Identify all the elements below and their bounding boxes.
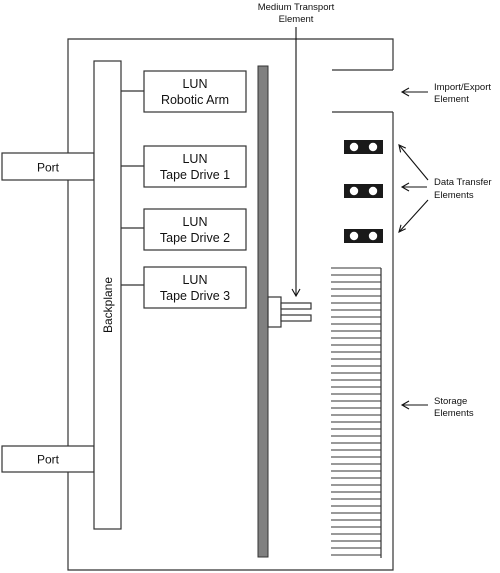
import-export-label: Import/Export xyxy=(434,82,491,93)
transport-picker xyxy=(267,296,312,328)
data-transfer-arrow xyxy=(398,144,429,181)
port-lower: Port xyxy=(1,445,95,473)
lun-subtitle: Tape Drive 3 xyxy=(160,289,230,303)
port-lower-label: Port xyxy=(37,453,60,467)
storage-label: Storage xyxy=(434,396,467,407)
tape-drive-slot xyxy=(344,229,383,243)
data-transfer-label-line2: Elements xyxy=(434,190,474,201)
medium-transport-label: Medium Transport xyxy=(258,2,335,13)
data-transfer-arrow xyxy=(400,182,427,192)
lun-tape-drive-2: LUN Tape Drive 2 xyxy=(143,208,247,251)
lun-title: LUN xyxy=(182,77,207,91)
storage-arrow xyxy=(400,400,428,410)
tape-drive-slot xyxy=(344,184,383,198)
port-upper: Port xyxy=(1,152,95,181)
lun-title: LUN xyxy=(182,273,207,287)
tape-drive-slot xyxy=(344,140,383,154)
lun-title: LUN xyxy=(182,215,207,229)
lun-tape-drive-3: LUN Tape Drive 3 xyxy=(143,266,247,309)
port-upper-label: Port xyxy=(37,161,60,175)
lun-robotic-arm: LUN Robotic Arm xyxy=(143,70,247,113)
storage-elements xyxy=(331,267,382,558)
storage-label-line2: Elements xyxy=(434,408,474,419)
data-transfer-arrow xyxy=(398,199,429,234)
library-enclosure xyxy=(67,38,394,571)
backplane: Backplane xyxy=(93,60,122,530)
medium-transport-arrow xyxy=(291,27,301,298)
data-transfer-label: Data Transfer xyxy=(434,177,492,188)
import-export-label-line2: Element xyxy=(434,94,469,105)
medium-transport-label-line2: Element xyxy=(279,14,314,25)
lun-tape-drive-1: LUN Tape Drive 1 xyxy=(143,145,247,188)
medium-transport-bar xyxy=(257,65,269,558)
lun-subtitle: Tape Drive 2 xyxy=(160,231,230,245)
lun-subtitle: Tape Drive 1 xyxy=(160,168,230,182)
lun-title: LUN xyxy=(182,152,207,166)
import-export-arrow xyxy=(400,87,428,97)
lun-subtitle: Robotic Arm xyxy=(161,93,229,107)
backplane-label: Backplane xyxy=(101,277,115,333)
